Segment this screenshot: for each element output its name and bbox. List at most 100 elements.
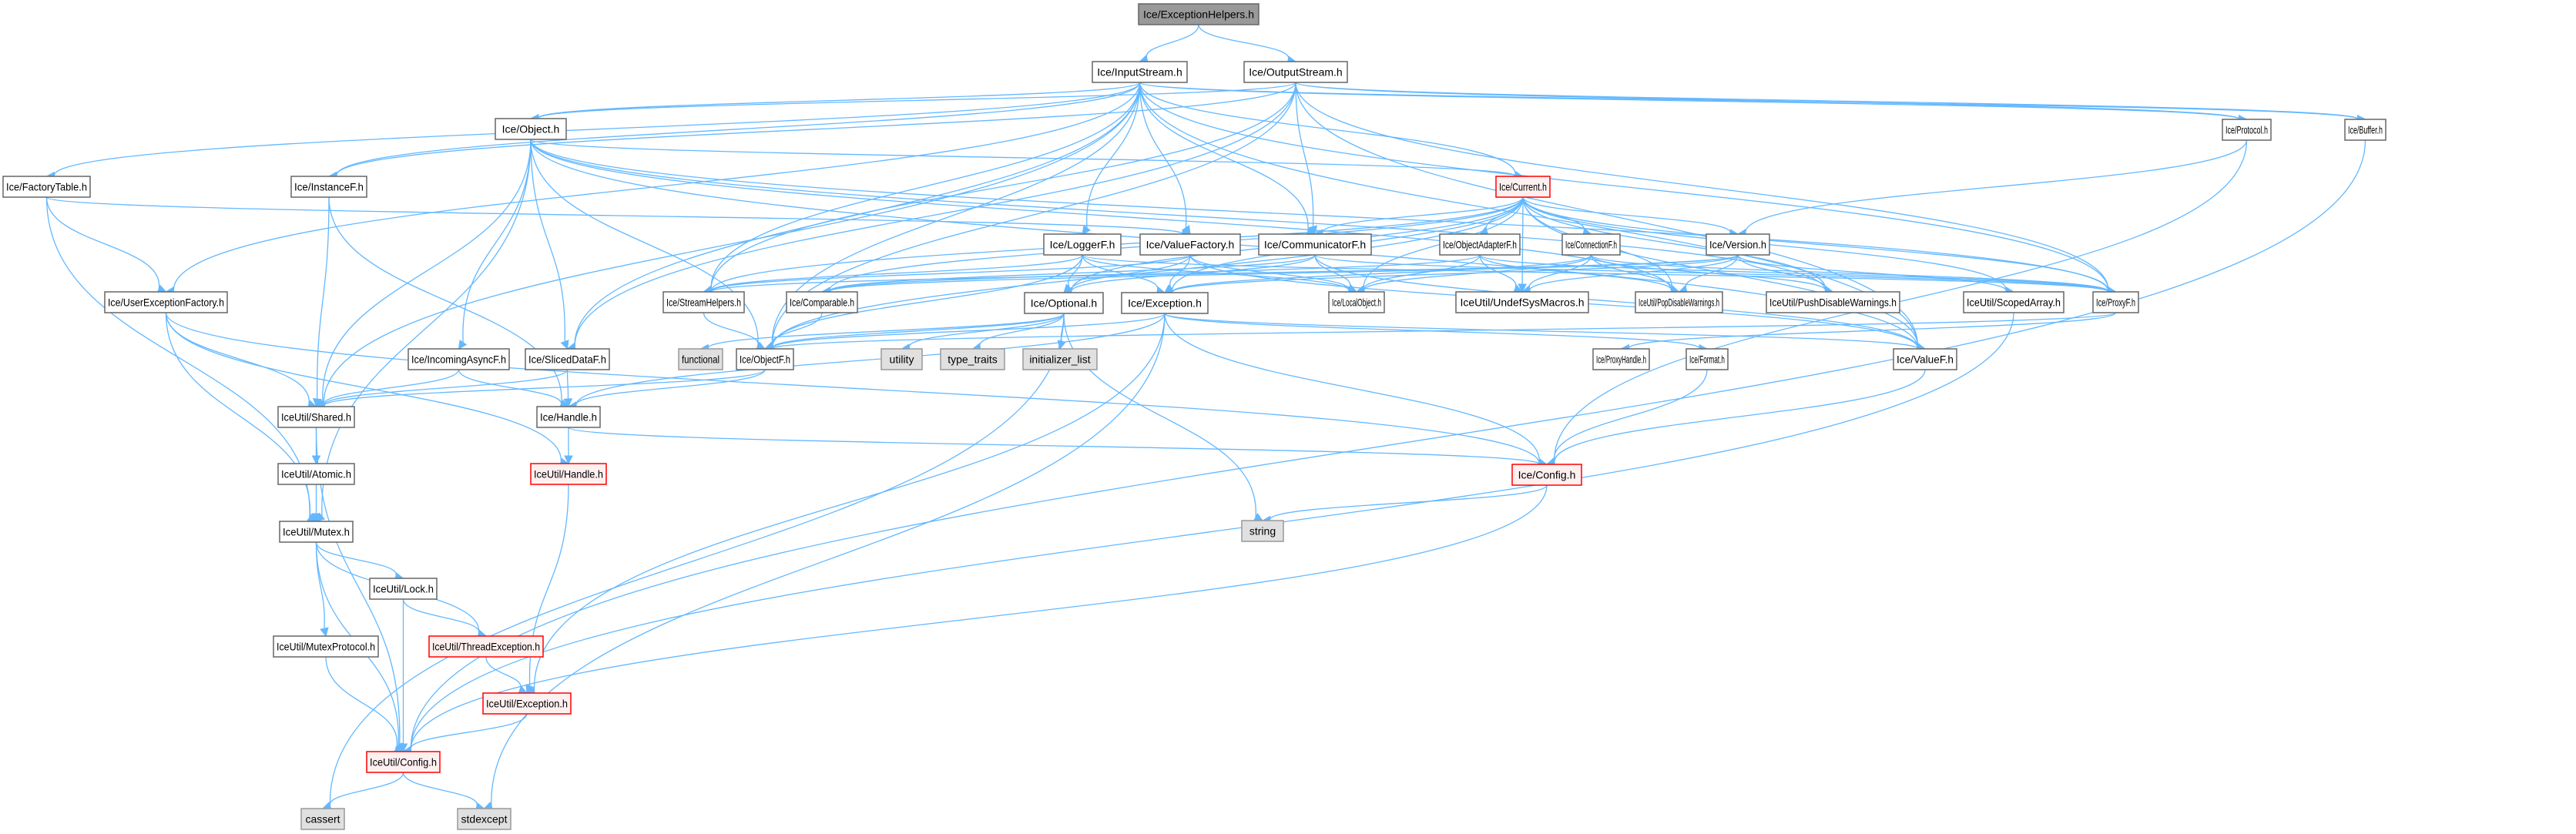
node-ice-localobject-h[interactable]: Ice/LocalObject.h — [1328, 291, 1385, 313]
node-ice-proxyhandle-h[interactable]: Ice/ProxyHandle.h — [1592, 348, 1650, 370]
edge-outs-to-commf — [1295, 82, 1318, 236]
node-label: functional — [682, 353, 719, 366]
node-label: Ice/ConnectionF.h — [1565, 239, 1617, 251]
node-ice-outputstream-h[interactable]: Ice/OutputStream.h — [1243, 61, 1348, 83]
node-iceutil-handle-h[interactable]: IceUtil/Handle.h — [530, 463, 607, 485]
node-iceutil-undefsysmacros-h[interactable]: IceUtil/UndefSysMacros.h — [1455, 291, 1589, 313]
node-ice-instancef-h[interactable]: Ice/InstanceF.h — [290, 176, 367, 198]
edge-line — [410, 312, 2014, 751]
node-ice-object-h[interactable]: Ice/Object.h — [495, 118, 567, 140]
node-ice-comparable-h[interactable]: Ice/Comparable.h — [786, 291, 858, 313]
edge-line — [1198, 24, 1289, 61]
arrowhead-icon — [1347, 284, 1358, 293]
node-ice-optional-h[interactable]: Ice/Optional.h — [1024, 292, 1104, 314]
edge-line — [1522, 196, 1731, 234]
node-ice-incomingasyncf-h[interactable]: Ice/IncomingAsyncF.h — [408, 348, 510, 370]
edge-line — [530, 139, 759, 346]
node-iceutil-scopedarray-h[interactable]: IceUtil/ScopedArray.h — [1963, 291, 2064, 313]
edge-obj-to-sdf — [530, 139, 569, 350]
node-label: Ice/InstanceF.h — [294, 181, 364, 193]
node-ice-exception-h[interactable]: Ice/Exception.h — [1121, 292, 1209, 314]
node-iceutil-config-h[interactable]: IceUtil/Config.h — [366, 751, 441, 773]
node-box — [2, 176, 91, 198]
node-box — [369, 578, 438, 600]
edge-cfg-to-ucfg — [402, 484, 1548, 755]
node-box — [279, 521, 354, 543]
node-ice-userexceptionfactory-h[interactable]: Ice/UserExceptionFactory.h — [104, 291, 228, 313]
node-box — [1138, 3, 1259, 25]
node-ice-valuefactory-h[interactable]: Ice/ValueFactory.h — [1139, 233, 1241, 256]
node-label: IceUtil/ThreadException.h — [432, 641, 540, 653]
edge-exc-to-cfg — [1164, 313, 1548, 467]
edge-uhdl-to-uexc — [525, 484, 569, 695]
node-iceutil-shared-h[interactable]: IceUtil/Shared.h — [277, 406, 355, 428]
node-ice-handle-h[interactable]: Ice/Handle.h — [536, 406, 601, 428]
edge-thex-to-uexc — [485, 656, 528, 695]
node-label: Ice/ValueFactory.h — [1146, 239, 1235, 251]
node-string: string — [1241, 520, 1284, 542]
node-iceutil-mutex-h[interactable]: IceUtil/Mutex.h — [279, 521, 354, 543]
node-iceutil-popdisablewarnings-h[interactable]: IceUtil/PopDisableWarnings.h — [1635, 291, 1723, 313]
node-label: IceUtil/Handle.h — [534, 468, 603, 481]
node-label: Ice/InputStream.h — [1097, 66, 1182, 79]
node-ice-proxyf-h[interactable]: Ice/ProxyF.h — [2092, 291, 2139, 313]
node-box — [1893, 348, 1957, 370]
node-box — [2344, 119, 2386, 141]
node-box — [273, 635, 379, 658]
edge-sdf-to-hdl — [563, 369, 573, 408]
node-ice-valuef-h[interactable]: Ice/ValueF.h — [1893, 348, 1957, 370]
edge-exh-to-ins — [1139, 24, 1199, 64]
node-ice-factorytable-h[interactable]: Ice/FactoryTable.h — [2, 176, 91, 198]
node-ice-config-h[interactable]: Ice/Config.h — [1511, 464, 1582, 486]
edge-line — [1521, 196, 1524, 285]
edge-line — [1082, 254, 2109, 293]
node-ice-objectf-h[interactable]: Ice/ObjectF.h — [736, 348, 794, 370]
node-ice-sliceddataf-h[interactable]: Ice/SlicedDataF.h — [525, 348, 610, 370]
node-ice-communicatorf-h[interactable]: Ice/CommunicatorF.h — [1258, 233, 1372, 256]
edge-line — [1528, 254, 1592, 290]
node-box — [1139, 233, 1241, 256]
edge-line — [530, 139, 2109, 292]
node-iceutil-mutexprotocol-h[interactable]: IceUtil/MutexProtocol.h — [273, 635, 379, 658]
edge-ucfg-to-cas — [321, 772, 404, 812]
edge-line — [402, 772, 478, 808]
node-ice-version-h[interactable]: Ice/Version.h — [1706, 233, 1770, 256]
node-iceutil-threadexception-h[interactable]: IceUtil/ThreadException.h — [428, 635, 544, 658]
edge-line — [1164, 313, 1540, 464]
node-label: Ice/LocalObject.h — [1332, 296, 1381, 309]
node-box — [1766, 291, 1900, 313]
edge-line — [908, 313, 1065, 349]
edge-line — [710, 254, 1739, 293]
edge-atom-to-mtx — [311, 484, 321, 523]
edge-line — [568, 427, 1540, 465]
node-ice-connectionf-h[interactable]: Ice/ConnectionF.h — [1561, 233, 1621, 256]
node-label: Ice/ExceptionHelpers.h — [1143, 8, 1254, 21]
node-ice-format-h[interactable]: Ice/Format.h — [1685, 348, 1729, 370]
edge-line — [165, 312, 1540, 464]
node-ice-current-h[interactable]: Ice/Current.h — [1495, 176, 1551, 198]
edge-line — [165, 312, 562, 463]
node-iceutil-atomic-h[interactable]: IceUtil/Atomic.h — [277, 463, 355, 485]
edge-line — [325, 656, 397, 748]
node-ice-loggerf-h[interactable]: Ice/LoggerF.h — [1043, 233, 1122, 256]
node-iceutil-exception-h[interactable]: IceUtil/Exception.h — [482, 692, 572, 715]
node-ice-inputstream-h[interactable]: Ice/InputStream.h — [1092, 61, 1188, 83]
node-iceutil-pushdisablewarnings-h[interactable]: IceUtil/PushDisableWarnings.h — [1766, 291, 1900, 313]
node-ice-streamhelpers-h[interactable]: Ice/StreamHelpers.h — [662, 291, 745, 313]
edge-line — [707, 313, 1065, 350]
node-ice-buffer-h[interactable]: Ice/Buffer.h — [2344, 119, 2386, 141]
node-box — [662, 291, 745, 313]
edge-incaf-to-shr — [315, 369, 460, 410]
node-label: type_traits — [948, 353, 998, 366]
node-iceutil-lock-h[interactable]: IceUtil/Lock.h — [369, 578, 438, 600]
arrowhead-icon — [518, 685, 528, 695]
edge-line — [329, 772, 404, 808]
edges-layer — [45, 24, 2366, 812]
node-ice-objectadapterf-h[interactable]: Ice/ObjectAdapterF.h — [1439, 233, 1521, 256]
node-ice-protocol-h[interactable]: Ice/Protocol.h — [2222, 119, 2272, 141]
node-box — [1243, 61, 1348, 83]
node-label: Ice/Protocol.h — [2225, 124, 2268, 136]
edge-line — [710, 254, 1191, 293]
edge-line — [1270, 484, 1548, 521]
